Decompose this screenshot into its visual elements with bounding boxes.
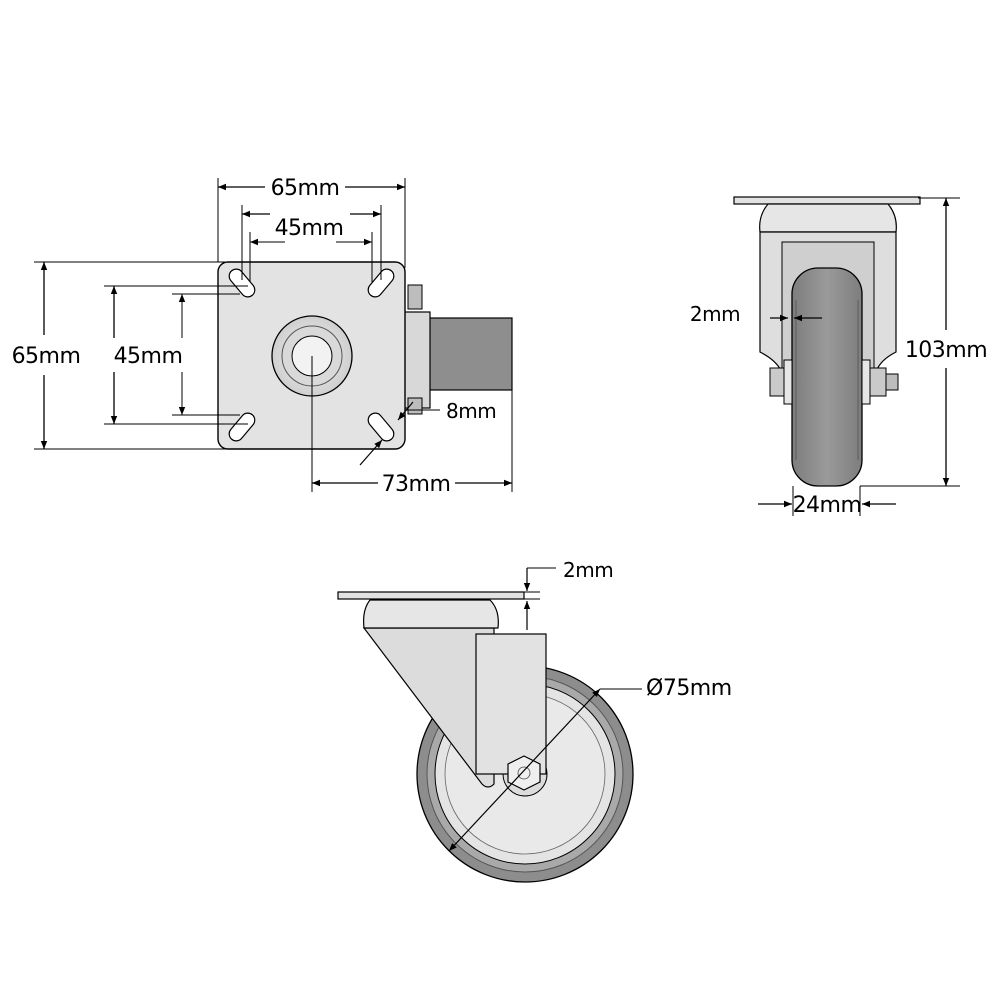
side-view-axle-left: [769, 367, 785, 397]
top-view-fork: [403, 311, 431, 409]
side-wheel-width-label: 24mm: [793, 493, 862, 518]
top-view: 65mm 45mm 65mm 45mm 8mm: [12, 176, 513, 497]
side-gap-label: 2mm: [690, 302, 740, 326]
top-view-slots: [228, 268, 395, 442]
top-plate-height-label: 65mm: [12, 344, 81, 369]
top-hole-spacing-x-label: 45mm: [275, 216, 344, 241]
front-view: 2mm Ø75mm: [337, 558, 732, 883]
front-view-plate: [337, 591, 525, 600]
top-view-tire: [427, 317, 513, 391]
side-view: 2mm 103mm 24mm: [690, 196, 988, 518]
top-plate-width-label: 65mm: [271, 176, 340, 201]
front-diameter-label: Ø75mm: [646, 676, 732, 701]
side-view-axle-right: [869, 367, 887, 397]
side-view-wheel: [791, 267, 863, 487]
side-view-plate: [733, 196, 921, 205]
top-slot-width-label: 8mm: [446, 399, 496, 423]
side-height-label: 103mm: [905, 338, 987, 363]
axle-nut-icon: [507, 755, 541, 791]
top-hole-spacing-y-label: 45mm: [114, 344, 183, 369]
front-plate-thickness-label: 2mm: [563, 558, 613, 582]
top-offset-label: 73mm: [382, 472, 451, 497]
